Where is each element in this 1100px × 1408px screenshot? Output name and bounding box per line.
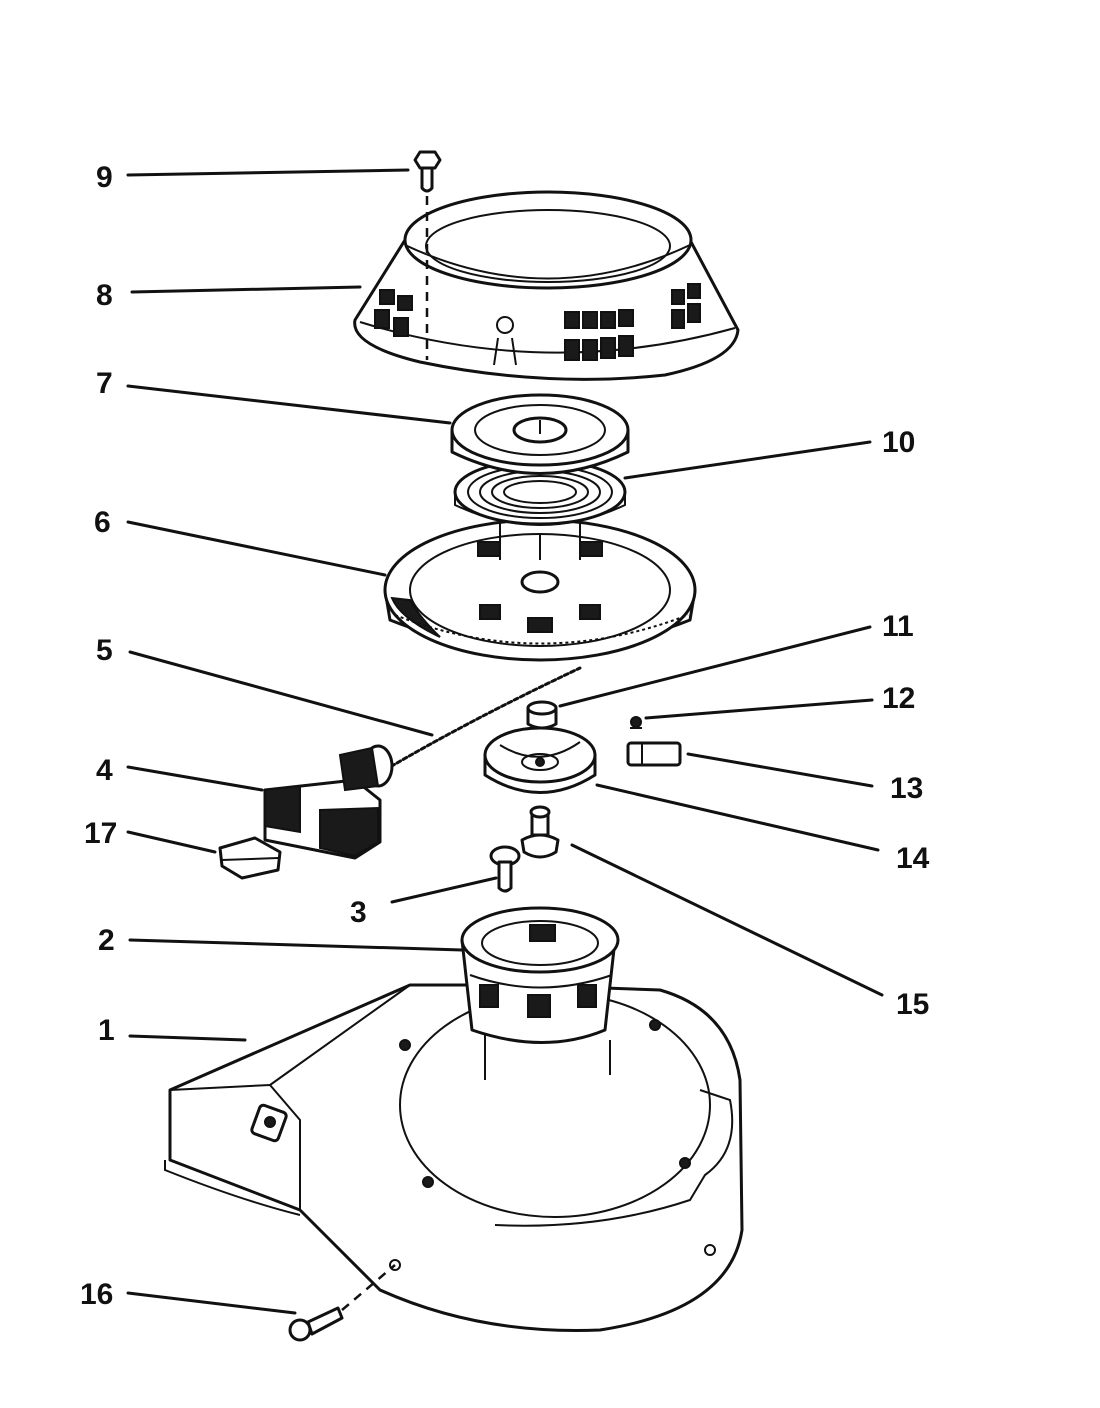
leader-15 — [570, 843, 884, 997]
callout-15: 15 — [896, 988, 929, 1021]
leader-3 — [390, 876, 498, 904]
leader-16 — [126, 1291, 297, 1315]
housing-vents — [374, 283, 701, 361]
leader-9 — [126, 168, 410, 177]
part-2-hub — [460, 906, 620, 1044]
callout-14: 14 — [896, 842, 930, 875]
callout-7: 7 — [96, 367, 113, 400]
callout-5: 5 — [96, 634, 113, 667]
leader-10 — [623, 440, 872, 480]
part-17-insert — [218, 836, 282, 880]
part-16-mounting-screw — [288, 1306, 344, 1342]
callout-4: 4 — [96, 754, 113, 787]
part-8-starter-housing — [353, 190, 740, 381]
leader-6 — [126, 520, 387, 577]
callout-8: 8 — [96, 279, 113, 312]
leader-2 — [128, 938, 464, 952]
leader-8 — [130, 285, 362, 294]
screw-16-hole — [389, 1259, 401, 1271]
part-12-clip — [630, 716, 642, 729]
leader-14 — [595, 783, 880, 852]
leader-lines — [126, 168, 884, 1315]
leader-17 — [126, 830, 217, 854]
part-3-screw — [489, 845, 521, 893]
leader-11 — [558, 625, 872, 708]
callout-17: 17 — [84, 817, 117, 850]
callout-2: 2 — [98, 924, 115, 957]
leader-4 — [126, 765, 264, 792]
part-14-pawl-plate — [483, 726, 597, 794]
part-7-spring-cover — [450, 393, 630, 475]
part-6-pulley — [383, 518, 697, 662]
leader-7 — [126, 384, 452, 425]
part-11-cap — [526, 700, 558, 730]
callout-6: 6 — [94, 506, 111, 539]
leader-1 — [128, 1034, 247, 1042]
callout-9: 9 — [96, 161, 113, 194]
leader-5 — [128, 650, 434, 737]
part-15-center-bolt — [520, 805, 560, 859]
leader-12 — [644, 698, 874, 720]
callout-11: 11 — [882, 610, 914, 643]
leader-13 — [686, 752, 874, 788]
callout-16: 16 — [80, 1278, 113, 1311]
callout-1: 1 — [98, 1014, 115, 1047]
callout-labels: 9 8 7 10 6 11 5 12 4 13 17 14 3 2 15 1 1… — [80, 161, 930, 1311]
part-4-handle — [263, 744, 394, 860]
part-13-pawl — [626, 741, 682, 767]
part-1-blower-housing — [164, 983, 744, 1332]
part-5-rope — [383, 666, 582, 772]
callout-12: 12 — [882, 682, 915, 715]
callout-13: 13 — [890, 772, 923, 805]
callout-10: 10 — [882, 426, 915, 459]
part-10-recoil-spring — [453, 458, 627, 526]
part-9-bolt — [413, 150, 442, 193]
callout-3: 3 — [350, 896, 367, 929]
screw-16-axis — [341, 1264, 396, 1311]
